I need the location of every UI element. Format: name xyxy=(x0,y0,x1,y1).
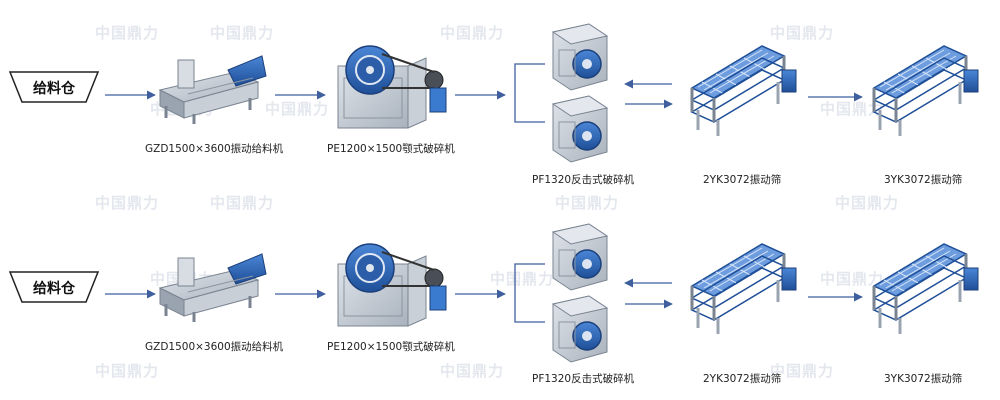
flow-bracket xyxy=(514,263,545,323)
screen-2yk-label: 2YK3072振动筛 xyxy=(703,373,782,385)
flow-bracket xyxy=(514,63,545,123)
jaw-crusher-label: PE1200×1500颚式破碎机 xyxy=(327,341,455,353)
watermark: 中国鼎力 xyxy=(95,24,160,42)
vibrating-screen-illustration xyxy=(872,44,980,138)
impact-crusher-illustration xyxy=(552,23,608,91)
watermark: 中国鼎力 xyxy=(95,362,160,380)
watermark: 中国鼎力 xyxy=(210,194,275,212)
feed-hopper-label: 给料仓 xyxy=(33,81,75,97)
vibrating-screen-illustration xyxy=(690,44,798,138)
watermark: 中国鼎力 xyxy=(265,100,330,118)
watermark: 中国鼎力 xyxy=(770,24,835,42)
feed-hopper-label: 给料仓 xyxy=(33,281,75,297)
jaw-crusher-label: PE1200×1500颚式破碎机 xyxy=(327,143,455,155)
vibrating-feeder-illustration xyxy=(158,54,268,126)
vibrating-feeder-illustration xyxy=(158,252,268,324)
watermark: 中国鼎力 xyxy=(490,270,555,288)
vibrating-screen-illustration xyxy=(872,242,980,336)
feed-hopper-shape xyxy=(8,71,100,103)
watermark: 中国鼎力 xyxy=(440,24,505,42)
impact-crusher-label: PF1320反击式破碎机 xyxy=(532,174,635,186)
watermark: 中国鼎力 xyxy=(820,270,885,288)
vibrating-feeder-label: GZD1500×3600振动给料机 xyxy=(145,143,284,155)
watermark: 中国鼎力 xyxy=(440,362,505,380)
impact-crusher-illustration xyxy=(552,295,608,363)
screen-2yk-label: 2YK3072振动筛 xyxy=(703,174,782,186)
watermark: 中国鼎力 xyxy=(555,194,620,212)
vibrating-screen-illustration xyxy=(690,242,798,336)
impact-crusher-illustration xyxy=(552,95,608,163)
watermark: 中国鼎力 xyxy=(210,24,275,42)
impact-crusher-illustration xyxy=(552,223,608,291)
screen-3yk-label: 3YK3072振动筛 xyxy=(884,373,963,385)
screen-3yk-label: 3YK3072振动筛 xyxy=(884,174,963,186)
watermark: 中国鼎力 xyxy=(770,362,835,380)
jaw-crusher-illustration xyxy=(337,45,447,129)
watermark: 中国鼎力 xyxy=(835,194,900,212)
process-row-1 xyxy=(8,23,980,163)
process-row-2 xyxy=(8,223,980,363)
impact-crusher-label: PF1320反击式破碎机 xyxy=(532,373,635,385)
watermark: 中国鼎力 xyxy=(820,100,885,118)
watermark: 中国鼎力 xyxy=(95,194,160,212)
jaw-crusher-illustration xyxy=(337,243,447,327)
vibrating-feeder-label: GZD1500×3600振动给料机 xyxy=(145,341,284,353)
feed-hopper-shape xyxy=(8,271,100,303)
